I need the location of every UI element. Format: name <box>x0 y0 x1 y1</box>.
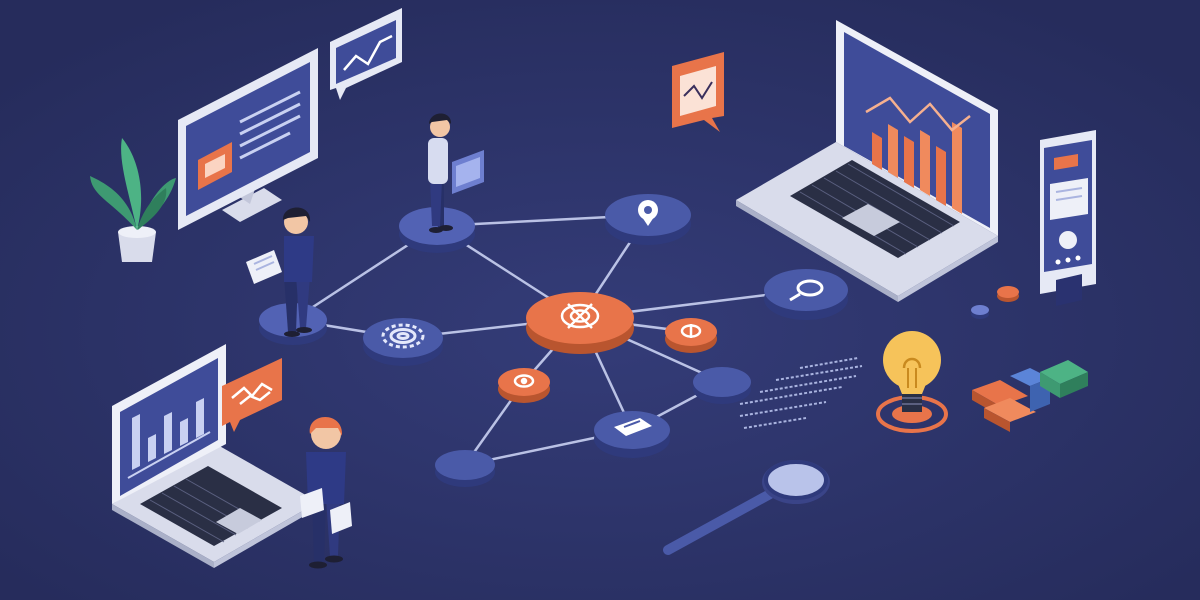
node-search[interactable] <box>764 269 848 320</box>
handshake-bubble-icon <box>222 358 282 432</box>
person-with-papers-icon <box>300 417 352 569</box>
search-icon <box>789 279 824 302</box>
monitor-folder-icon <box>198 142 232 190</box>
document-icon <box>614 418 652 436</box>
lightbulb-icon <box>876 331 948 433</box>
gear-icon <box>381 323 425 349</box>
node-gear[interactable] <box>363 318 443 366</box>
plant-icon <box>90 138 176 262</box>
bar-chart-icon <box>865 96 971 214</box>
phone-icon <box>1040 130 1096 306</box>
node-document[interactable] <box>594 411 670 458</box>
magnifier-icon <box>663 460 830 555</box>
node-blank-right[interactable] <box>693 367 751 404</box>
bar-chart-icon <box>127 398 211 479</box>
monitor-text-lines <box>239 90 301 160</box>
laptop-left <box>112 344 318 568</box>
chart-bubble-orange <box>672 52 724 132</box>
target-icon <box>560 303 600 329</box>
monitor <box>178 48 318 230</box>
person-with-tablet-icon <box>428 113 484 233</box>
currency-icon <box>680 324 702 338</box>
small-discs <box>971 286 1019 319</box>
laptop-right <box>736 20 998 302</box>
hub-node[interactable] <box>526 292 634 354</box>
chart-bubble-blue <box>330 8 402 100</box>
node-location[interactable] <box>605 194 691 245</box>
person-with-notepad-icon <box>246 207 314 337</box>
location-pin-icon <box>638 200 658 226</box>
decorative-text-lines <box>739 357 863 429</box>
node-coin[interactable] <box>498 368 550 403</box>
node-currency[interactable] <box>665 318 717 353</box>
blocks-icon <box>972 360 1088 432</box>
node-blank-bottom[interactable] <box>435 450 495 487</box>
coin-icon <box>513 374 535 388</box>
